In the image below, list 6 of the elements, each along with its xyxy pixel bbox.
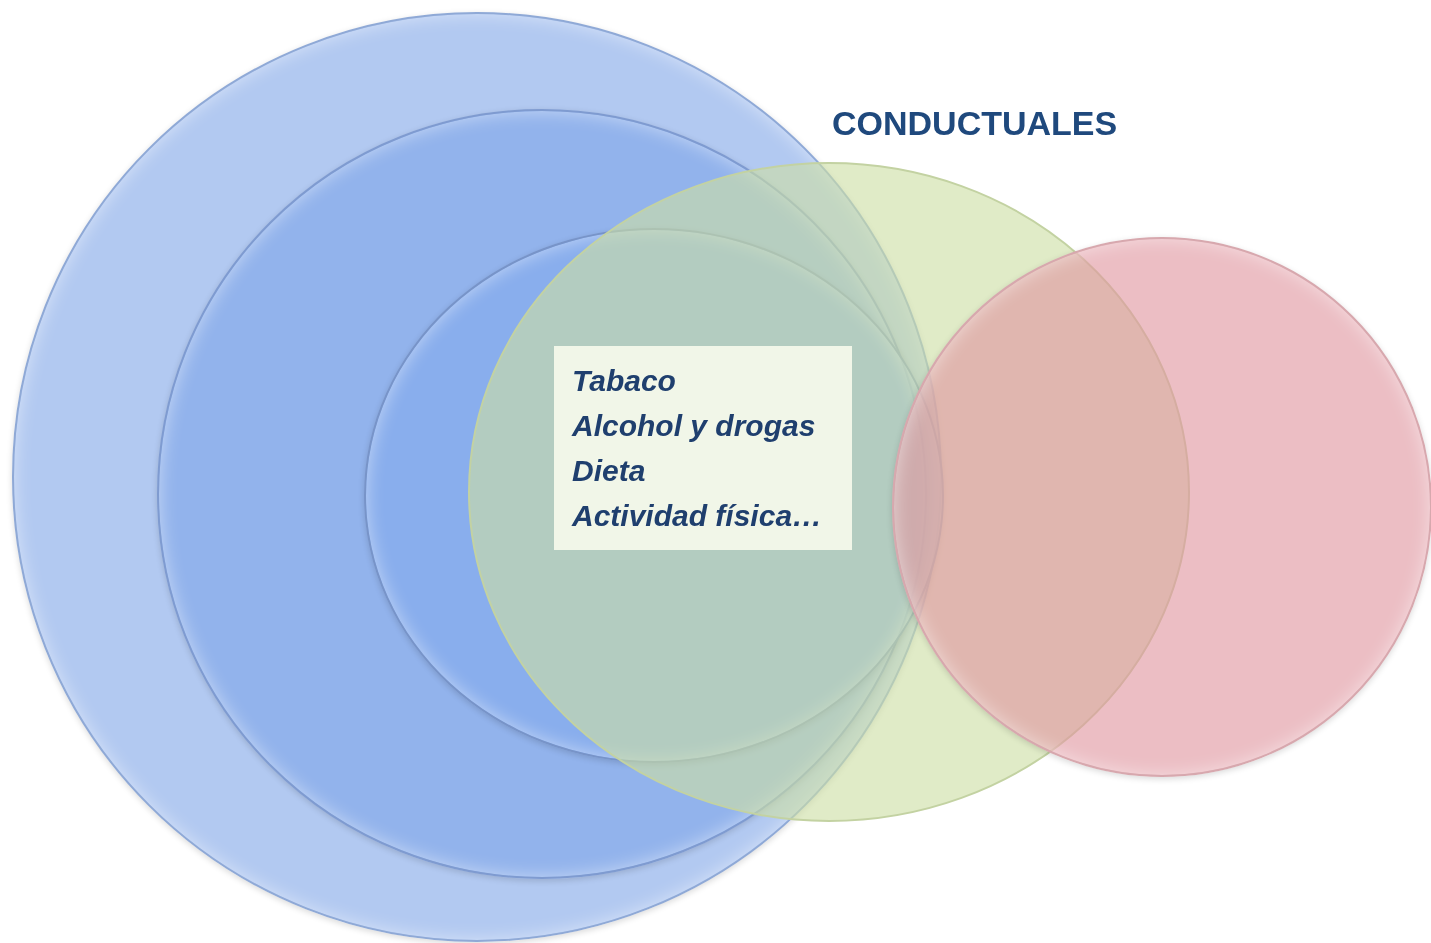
list-item: Actividad física…: [572, 498, 824, 534]
list-item: Dieta: [572, 453, 647, 489]
heading: CONDUCTUALES: [832, 104, 1118, 143]
list-item: Tabaco: [572, 363, 677, 399]
list-item: Alcohol y drogas: [572, 408, 817, 444]
note-card: [554, 346, 852, 550]
